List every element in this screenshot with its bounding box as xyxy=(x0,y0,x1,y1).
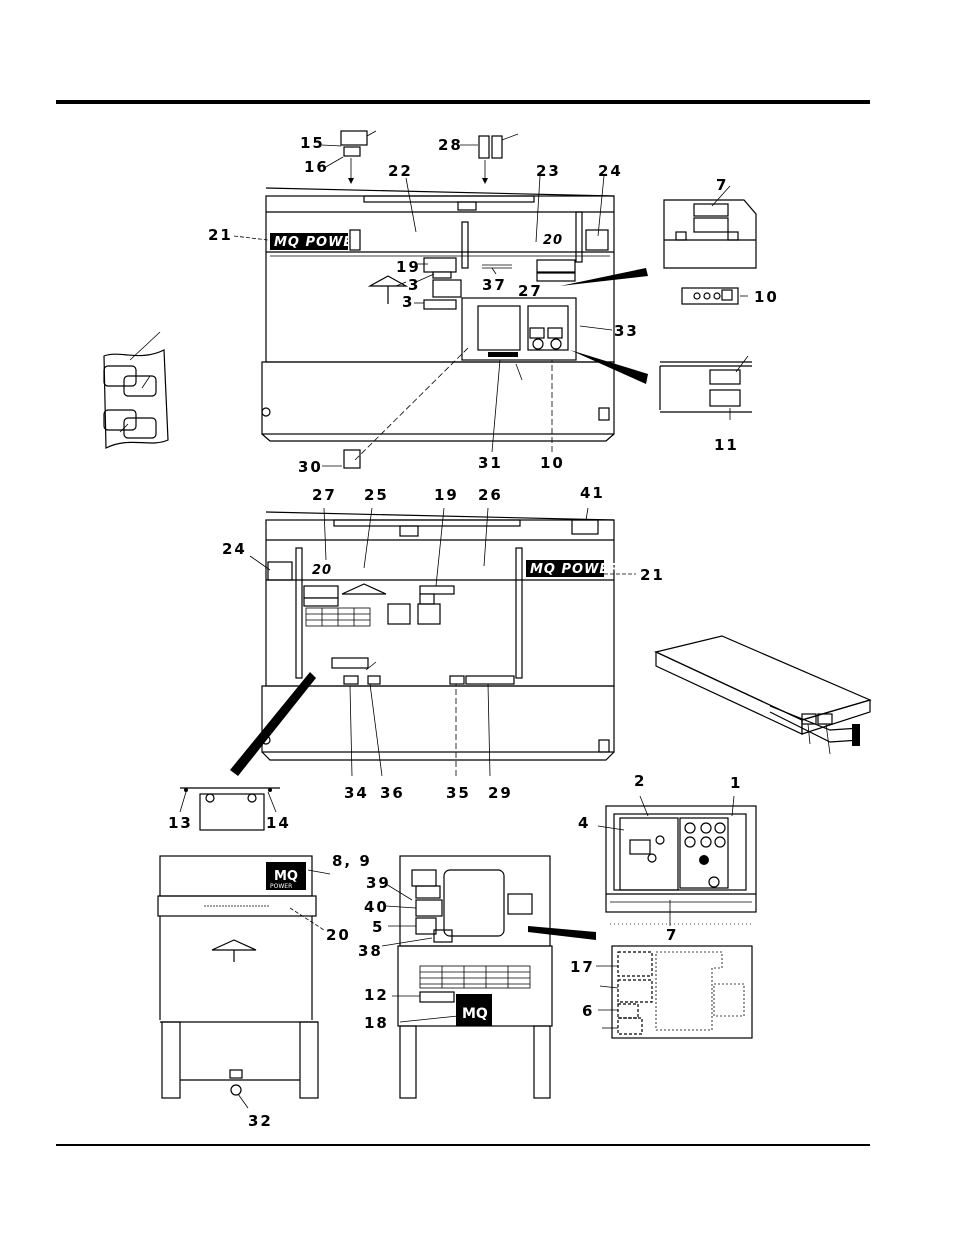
vent-grid-bottom xyxy=(420,966,530,988)
control-panel-detail xyxy=(598,796,756,926)
trailer-isometric xyxy=(656,636,870,754)
callout-28: 28 xyxy=(438,136,463,154)
callout-41: 41 xyxy=(580,484,605,502)
svg-text:MQ POWER: MQ POWER xyxy=(274,235,364,250)
callout-labels: 15 16 28 22 23 24 7 21 19 3 3 37 27 10 3… xyxy=(168,134,779,1130)
callout-22: 22 xyxy=(388,162,413,180)
callout-16: 16 xyxy=(304,158,329,176)
svg-text:POWER: POWER xyxy=(270,883,292,890)
callout-14: 14 xyxy=(266,814,291,832)
callout-17: 17 xyxy=(570,958,595,976)
decal-30 xyxy=(322,450,360,468)
callout-30: 30 xyxy=(298,458,323,476)
callout-35: 35 xyxy=(446,784,471,802)
decal-28a xyxy=(479,136,489,158)
callout-23: 23 xyxy=(536,162,561,180)
svg-text:MQ: MQ xyxy=(462,1006,488,1022)
svg-text:20: 20 xyxy=(312,563,332,578)
callout-7: 7 xyxy=(716,176,728,194)
callout-24b: 24 xyxy=(222,540,247,558)
callout-4: 4 xyxy=(578,814,590,832)
callout-32: 32 xyxy=(248,1112,273,1130)
detail-label-sheet xyxy=(104,332,168,448)
callout-31: 31 xyxy=(478,454,503,472)
generator-end-view: MQ POWER xyxy=(158,856,330,1108)
leader-lines-middle xyxy=(250,508,636,776)
callout-39: 39 xyxy=(366,874,391,892)
callout-27: 27 xyxy=(518,282,543,300)
generator-side-view-2: 20 MQ POWER xyxy=(230,512,620,776)
generator-side-view-1: MQ POWER 20 xyxy=(0,0,648,460)
callout-37: 37 xyxy=(482,276,507,294)
callout-25: 25 xyxy=(364,486,389,504)
panel-backside-detail xyxy=(596,946,752,1038)
callout-21b: 21 xyxy=(640,566,665,584)
callout-6: 6 xyxy=(582,1002,594,1020)
callout-27b: 27 xyxy=(312,486,337,504)
callout-7b: 7 xyxy=(666,926,678,944)
callout-1: 1 xyxy=(730,774,742,792)
callout-5: 5 xyxy=(372,918,384,936)
detail-strip-10 xyxy=(682,288,748,304)
callout-19b: 19 xyxy=(434,486,459,504)
callout-29: 29 xyxy=(488,784,513,802)
callout-10b: 10 xyxy=(540,454,565,472)
callout-20: 20 xyxy=(326,926,351,944)
svg-text:MQ POWER: MQ POWER xyxy=(530,562,620,577)
callout-34: 34 xyxy=(344,784,369,802)
callout-10: 10 xyxy=(754,288,779,306)
generator-opposite-end-view: MQ xyxy=(382,856,596,1098)
svg-text:MQ: MQ xyxy=(274,869,298,884)
callout-2: 2 xyxy=(634,772,646,790)
callout-13: 13 xyxy=(168,814,193,832)
callout-38: 38 xyxy=(358,942,383,960)
decal-28b xyxy=(492,136,502,158)
callout-12: 12 xyxy=(364,986,389,1004)
vent-grid-left xyxy=(306,608,370,626)
battery-detail xyxy=(180,788,280,830)
detail-panel-7 xyxy=(664,186,756,268)
callout-11: 11 xyxy=(714,436,739,454)
decal-16 xyxy=(344,147,360,156)
callout-19: 19 xyxy=(396,258,421,276)
callout-15: 15 xyxy=(300,134,325,152)
detail-panel-11 xyxy=(660,356,752,420)
callout-40: 40 xyxy=(364,898,389,916)
callout-8-9: 8, 9 xyxy=(332,852,372,870)
callout-21: 21 xyxy=(208,226,233,244)
callout-3b: 3 xyxy=(402,293,414,311)
callout-24: 24 xyxy=(598,162,623,180)
callout-36: 36 xyxy=(380,784,405,802)
callout-33: 33 xyxy=(614,322,639,340)
callout-18: 18 xyxy=(364,1014,389,1032)
callout-26: 26 xyxy=(478,486,503,504)
callout-3: 3 xyxy=(408,276,420,294)
svg-text:20: 20 xyxy=(543,233,563,248)
decal-15 xyxy=(341,131,367,145)
